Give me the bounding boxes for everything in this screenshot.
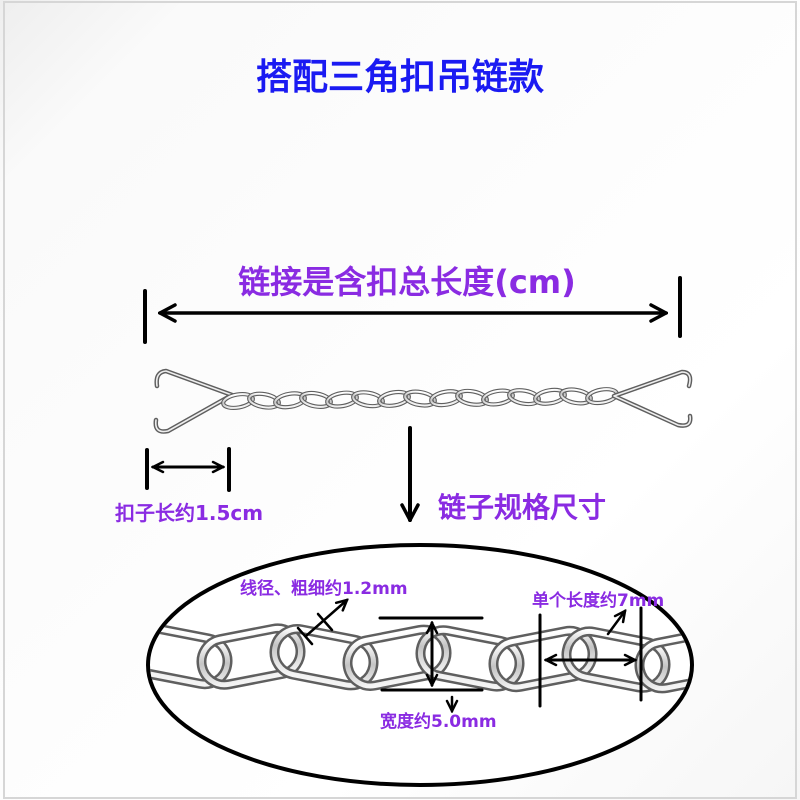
closeup-chain-link bbox=[196, 623, 306, 690]
chain-link bbox=[429, 389, 463, 408]
closeup-chain-link bbox=[269, 624, 379, 691]
chain-link bbox=[221, 391, 255, 411]
link-length-label: 单个长度约7mm bbox=[532, 590, 664, 611]
link-length-dimension bbox=[538, 606, 643, 708]
wire-diameter-label: 线径、粗细约1.2mm bbox=[240, 578, 408, 599]
width-label: 宽度约5.0mm bbox=[380, 711, 497, 732]
chain-link bbox=[377, 389, 411, 408]
wire-pointer-arrow bbox=[304, 600, 347, 638]
chain-link bbox=[247, 391, 281, 410]
total-length-dimension bbox=[143, 276, 682, 344]
wire-tick-b bbox=[316, 612, 334, 632]
width-dimension bbox=[378, 616, 484, 711]
triangle-clasp-right bbox=[611, 369, 693, 428]
chain-link bbox=[481, 388, 515, 407]
chain-link bbox=[533, 387, 567, 406]
page-title: 搭配三角扣吊链款 bbox=[256, 57, 544, 98]
spec-label: 链子规格尺寸 bbox=[438, 491, 606, 524]
closeup-view bbox=[146, 543, 694, 787]
chain-link bbox=[273, 391, 307, 410]
wire-diameter-dimension bbox=[296, 600, 347, 646]
chain bbox=[153, 368, 693, 434]
chain-link bbox=[455, 388, 489, 407]
chain-link bbox=[325, 390, 359, 409]
link-pointer-arrow bbox=[606, 611, 625, 636]
closeup-chain-link bbox=[415, 625, 525, 692]
chain-link bbox=[403, 389, 437, 408]
clasp-length-label: 扣子长约1.5cm bbox=[115, 501, 263, 525]
total-length-label: 链接是含扣总长度(cm) bbox=[238, 263, 576, 301]
image-frame bbox=[3, 1, 797, 799]
chain-link bbox=[559, 387, 593, 406]
clasp-wire-shine bbox=[613, 371, 692, 427]
chain-link bbox=[507, 388, 541, 407]
clasp-length-dimension bbox=[145, 447, 231, 492]
closeup-chain-link bbox=[150, 622, 233, 690]
closeup-chain-link bbox=[342, 624, 452, 691]
closeup-chain-link bbox=[561, 626, 671, 693]
chain-links bbox=[221, 387, 619, 411]
chain-link bbox=[351, 390, 385, 409]
chain-link bbox=[299, 390, 333, 409]
